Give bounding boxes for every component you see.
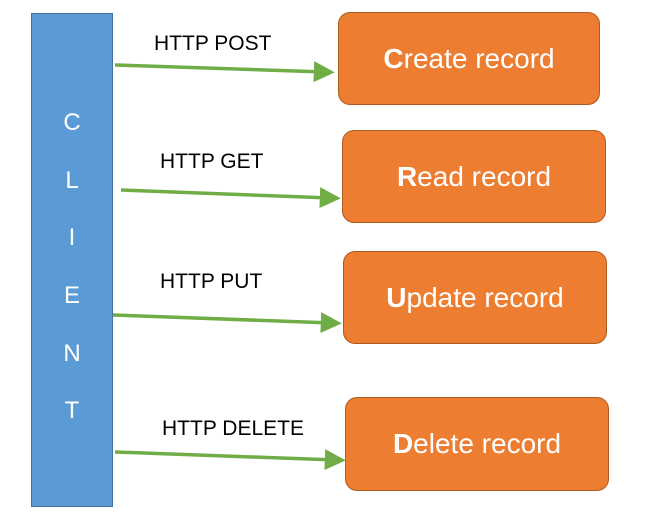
create-initial: C [383, 42, 404, 74]
delete-method-label: HTTP DELETE [162, 417, 304, 440]
client-letter: I [68, 224, 76, 251]
client-letter: T [64, 397, 80, 424]
delete-initial: D [392, 428, 414, 459]
client-bar: C L I E N T [31, 13, 113, 507]
put-arrow [112, 312, 342, 334]
create-label: reate record [403, 42, 555, 74]
read-initial: R [396, 160, 418, 192]
delete-label: elete record [413, 428, 562, 459]
client-letter: C [63, 109, 81, 136]
put-method-label: HTTP PUT [160, 270, 263, 293]
get-method-label: HTTP GET [160, 150, 264, 173]
update-label: pdate record [406, 281, 564, 313]
post-method-label: HTTP POST [154, 32, 272, 55]
client-letter: E [63, 282, 80, 309]
client-letter: L [65, 167, 79, 194]
delete-arrow [114, 449, 346, 471]
get-arrow [120, 187, 341, 209]
read-label: ead record [417, 160, 552, 192]
update-initial: U [386, 281, 407, 313]
post-arrow [114, 61, 335, 83]
client-letter: N [63, 340, 81, 367]
